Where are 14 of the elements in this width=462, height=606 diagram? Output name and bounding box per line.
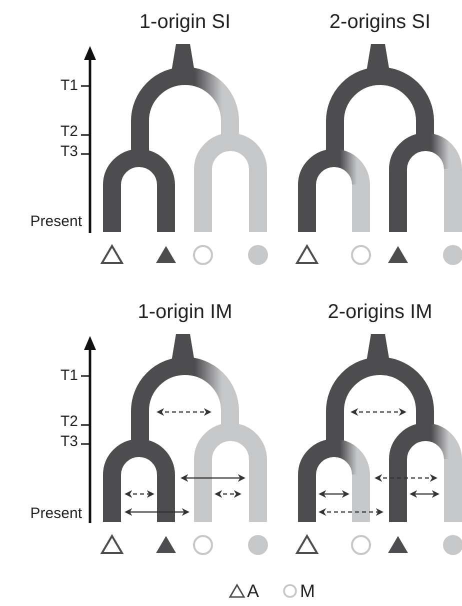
legend-label: A bbox=[247, 582, 260, 600]
panel-title: 2-origins IM bbox=[328, 302, 432, 322]
legend-label: M bbox=[300, 582, 315, 600]
axis-label: T3 bbox=[60, 434, 78, 449]
panel-title: 1-origin SI bbox=[139, 12, 231, 32]
panel-title: 1-origin IM bbox=[138, 302, 232, 322]
panel-title: 2-origins SI bbox=[329, 12, 431, 32]
axis-label: T3 bbox=[60, 144, 78, 159]
axis-label: T1 bbox=[60, 78, 78, 93]
axis-label: T2 bbox=[60, 414, 78, 429]
axis-label: Present bbox=[30, 214, 82, 229]
axis-label: T1 bbox=[60, 368, 78, 383]
axis-label: T2 bbox=[60, 124, 78, 139]
axis-label: Present bbox=[30, 506, 82, 521]
